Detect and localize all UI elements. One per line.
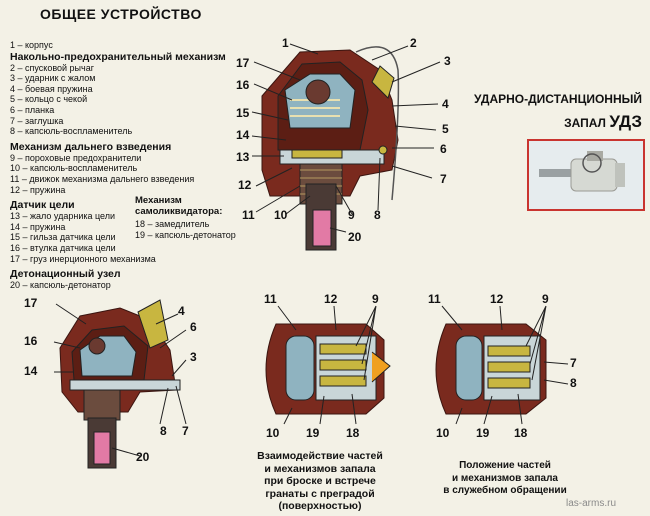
callout-br-9: 9 xyxy=(542,292,549,306)
caption-service: Положение частей и механизмов запала в с… xyxy=(430,460,580,498)
callout-15: 15 xyxy=(236,106,250,120)
legend-item: 14 – пружина xyxy=(10,221,66,232)
callout-bm-9: 9 xyxy=(372,292,379,306)
fuze-name: УДЗ xyxy=(609,112,642,131)
legend-item: 16 – втулка датчика цели xyxy=(10,242,116,253)
legend-heading: Механизм самоликвидатора: xyxy=(135,195,223,217)
legend-heading: Датчик цели xyxy=(10,199,75,212)
callout-1: 1 xyxy=(282,36,289,50)
callout-bl-7: 7 xyxy=(182,424,189,438)
callout-7: 7 xyxy=(440,172,447,186)
callout-br-18: 18 xyxy=(514,426,528,440)
callout-bl-3: 3 xyxy=(190,350,197,364)
callout-bl-14: 14 xyxy=(24,364,38,378)
callout-bm-11: 11 xyxy=(264,292,277,306)
callout-14: 14 xyxy=(236,128,250,142)
callout-bl-6: 6 xyxy=(190,320,197,334)
legend-item: 6 – планка xyxy=(10,104,55,115)
legend-item: 20 – капсюль-детонатор xyxy=(10,280,111,291)
callout-bm-19: 19 xyxy=(306,426,320,440)
callout-bl-17: 17 xyxy=(24,296,38,310)
fuze-photo xyxy=(527,139,645,211)
callout-bm-10: 10 xyxy=(266,426,280,440)
caption-line: и механизмов запала xyxy=(451,472,558,484)
caption-line: при броске и встрече xyxy=(264,475,376,487)
callout-4: 4 xyxy=(442,97,449,111)
legend: 1 – корпус Накольно-предохранительный ме… xyxy=(10,40,240,291)
fuze-title-line2: ЗАПАЛ xyxy=(564,116,606,130)
callout-bl-16: 16 xyxy=(24,334,38,348)
caption-line: (поверхностью) xyxy=(278,500,362,512)
callout-br-7: 7 xyxy=(570,356,577,370)
legend-item: 12 – пружина xyxy=(10,184,66,195)
fuze-title-line1: УДАРНО-ДИСТАНЦИОННЫЙ xyxy=(474,92,642,106)
legend-item: 3 – ударник с жалом xyxy=(10,73,96,84)
callout-17: 17 xyxy=(236,56,250,70)
legend-item: 9 – пороховые предохранители xyxy=(10,152,142,163)
callout-br-11: 11 xyxy=(428,292,441,306)
legend-heading: Накольно-предохранительный механизм xyxy=(10,50,226,63)
legend-item: 1 – корпус xyxy=(10,40,53,50)
callout-5: 5 xyxy=(442,122,449,136)
callout-8: 8 xyxy=(374,208,381,222)
caption-interaction: Взаимодействие частей и механизмов запал… xyxy=(232,450,408,513)
callout-bl-4: 4 xyxy=(178,304,185,318)
callout-bl-20: 20 xyxy=(136,450,150,464)
legend-item: 18 – замедлитель xyxy=(135,219,210,229)
callout-br-10: 10 xyxy=(436,426,450,440)
callout-13: 13 xyxy=(236,150,250,164)
callout-3: 3 xyxy=(444,54,451,68)
caption-line: гранаты с преградой xyxy=(265,487,375,500)
callout-9: 9 xyxy=(348,208,355,222)
caption-line: в служебном обращении xyxy=(443,485,567,496)
callout-6: 6 xyxy=(440,142,447,156)
callout-br-12: 12 xyxy=(490,292,504,306)
caption-line: Положение частей xyxy=(459,460,551,471)
page-title: ОБЩЕЕ УСТРОЙСТВО xyxy=(40,6,202,22)
callout-bm-18: 18 xyxy=(346,426,360,440)
callout-10: 10 xyxy=(274,208,288,222)
legend-item: 8 – капсюль-воспламенитель xyxy=(10,126,133,137)
callout-2: 2 xyxy=(410,36,417,50)
callout-bm-12: 12 xyxy=(324,292,338,306)
legend-item: 13 – жало ударника цели xyxy=(10,211,116,222)
legend-item: 2 – спусковой рычаг xyxy=(10,62,94,73)
callout-11: 11 xyxy=(242,208,255,222)
legend-heading: Механизм дальнего взведения xyxy=(10,140,172,153)
caption-line: и механизмов запала xyxy=(264,462,376,475)
callout-br-19: 19 xyxy=(476,426,490,440)
callout-16: 16 xyxy=(236,78,250,92)
legend-item: 19 – капсюль-детонатор xyxy=(135,229,236,240)
legend-item: 11 – движок механизма дальнего взведения xyxy=(10,173,195,184)
callout-12: 12 xyxy=(238,178,252,192)
legend-item: 15 – гильза датчика цели xyxy=(10,232,116,243)
legend-item: 5 – кольцо с чекой xyxy=(10,94,88,105)
callout-br-8: 8 xyxy=(570,376,577,390)
watermark: las-arms.ru xyxy=(566,498,617,509)
fuze-title: УДАРНО-ДИСТАНЦИОННЫЙ ЗАПАЛ УДЗ xyxy=(460,92,642,132)
legend-self-destruct: Механизм самоликвидатора: 18 – замедлите… xyxy=(135,195,255,240)
legend-item: 7 – заглушка xyxy=(10,115,64,126)
caption-line: Взаимодействие частей xyxy=(257,450,383,462)
legend-item: 4 – боевая пружина xyxy=(10,83,93,94)
callout-20: 20 xyxy=(348,230,362,244)
legend-heading: Детонационный узел xyxy=(10,268,121,281)
callout-bl-8: 8 xyxy=(160,424,167,438)
legend-item: 10 – капсюль-воспламенитель xyxy=(10,163,138,174)
legend-item: 17 – груз инерционного механизма xyxy=(10,253,156,264)
